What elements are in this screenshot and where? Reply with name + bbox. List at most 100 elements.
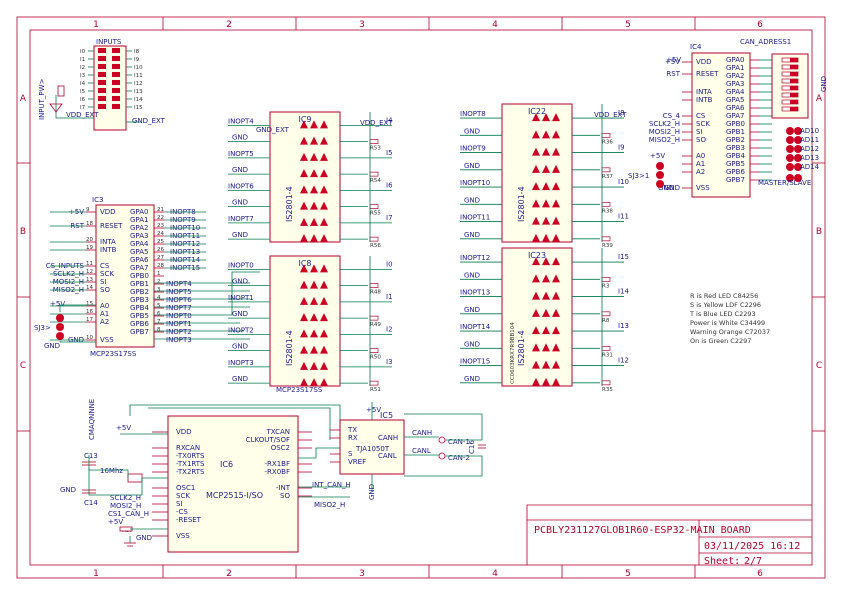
- ic3-pin-number: 16: [86, 309, 93, 315]
- ic6-pin-name: OSC2: [271, 444, 290, 452]
- ic9-resistor-icon: [369, 171, 379, 177]
- ic3-pin-name: GPB1: [130, 280, 149, 288]
- ic22-led-icon: [552, 216, 560, 225]
- col-label: 2: [226, 569, 232, 579]
- ic4-pin-name: GPA1: [726, 64, 744, 72]
- ic9-led-icon: [300, 136, 308, 145]
- ic22-vdd-ext: VDD_EXT: [594, 111, 627, 119]
- ic6-pin-name: -RESET: [176, 516, 202, 524]
- ic3-pin-number: 20: [86, 237, 93, 243]
- connector-pin-right: I9: [134, 57, 140, 63]
- ic9-resistor-label: R54: [370, 178, 381, 184]
- ic8-resistor-icon: [369, 348, 379, 353]
- ic22-led-icon: [552, 164, 560, 173]
- address-jumper-icon: [786, 145, 794, 153]
- ic23-ref: IC23: [528, 251, 546, 260]
- ic4-pin-name: VDD: [696, 58, 712, 66]
- ic9-optocoupler: IC9IS2801-4INOPT4GNDR53I4INOPT5GNDR54I5I…: [228, 111, 393, 249]
- ic4-jumper-gnd: GND: [658, 184, 674, 192]
- ic9-output-label: I7: [386, 214, 393, 222]
- ic3-pin-number: 7: [157, 319, 161, 325]
- connector-pin-icon: [98, 56, 106, 61]
- ic4-supply: +5V: [666, 56, 681, 64]
- dip-switch-lever: [790, 100, 798, 104]
- ic9-led-icon: [320, 185, 328, 194]
- ic6-pin-name: -INT: [276, 484, 291, 492]
- ic8-led-icon: [320, 345, 328, 354]
- ic3-bus-net: INOPT3: [166, 336, 192, 344]
- address-jumper-icon: [794, 163, 802, 171]
- address-jumper-icon: [794, 136, 802, 144]
- legend-line: On is Green C2297: [690, 337, 751, 345]
- address-jumper-icon: [786, 136, 794, 144]
- dip-switch-lever: [790, 79, 798, 83]
- ic23-led-icon: [532, 343, 540, 352]
- ic6-pins: VDDRXCAN-TX0RTS-TX1RTS-TX2RTSOSC1SCKSI-C…: [152, 428, 312, 540]
- ic8-led-icon: [310, 296, 318, 305]
- ic6-pin-name: -RX0BF: [265, 468, 290, 476]
- ic3-part: MCP23S17SS: [90, 350, 137, 358]
- ic8-led-icon: [300, 264, 308, 273]
- ic8-gnd-net: GND: [232, 278, 248, 286]
- ic3-pin-name: GPA2: [130, 224, 148, 232]
- ic8-resistor-label: R50: [370, 355, 381, 361]
- ic4-pin-name: GPB5: [726, 160, 745, 168]
- ic3-pin-name: GPA5: [130, 248, 148, 256]
- can-2-terminal: [438, 452, 446, 460]
- ic3-pin-name: GPB0: [130, 272, 149, 280]
- ic9-input-net: INOPT6: [228, 182, 254, 190]
- ic9-input-net: INOPT7: [228, 215, 254, 223]
- ic23-resistor-label: R35: [602, 387, 613, 393]
- ic4-gnd-vertical: GND: [820, 76, 828, 92]
- ic23-led-icon: [542, 360, 550, 369]
- ic9-resistor-label: R55: [370, 211, 381, 217]
- ic3-pin-name: GPA6: [130, 256, 149, 264]
- c16-label: C16: [468, 440, 476, 454]
- ic23-led-icon: [552, 326, 560, 335]
- ic8-resistor-icon: [369, 315, 379, 321]
- ic5-pin-name: RX: [348, 434, 358, 442]
- vdd-ext-label: VDD_EXT: [66, 111, 99, 119]
- ic4-pins: VDD+5VRESETRSTINTAINTBCSCS_4SCKSCLK2_HSI…: [649, 56, 772, 192]
- ic5-ref: IC5: [380, 411, 393, 420]
- ic8-optocoupler: IC8IS2801-4INOPT0GNDR48I0INOPT1GNDR49I1I…: [228, 255, 393, 393]
- ic22-led-icon: [552, 130, 560, 139]
- ic3-pin-number: 26: [157, 247, 164, 253]
- ic6-pin-name: -CS: [176, 508, 188, 516]
- ic5-pin-name: CANL: [378, 452, 397, 460]
- ic22-led-icon: [542, 164, 550, 173]
- cxn-label: CMAQNNNE: [88, 399, 96, 440]
- ic9-led-icon: [300, 169, 308, 178]
- ic23-gnd-net: GND: [464, 340, 480, 348]
- ic6-mcp2515: IC6 MCP2515-I/SO VDDRXCAN-TX0RTS-TX1RTS-…: [60, 399, 351, 553]
- ic23-led-icon: [552, 308, 560, 317]
- ic23-led-icon: [542, 257, 550, 266]
- ic4-pin-name: CS: [696, 112, 706, 120]
- ic22-input-net: INOPT9: [460, 145, 486, 153]
- ic3-pin-name: A2: [100, 318, 109, 326]
- ic4-pin-name: INTA: [696, 88, 712, 96]
- ic4-jumper: SJ3>1: [628, 172, 649, 180]
- connector-pin-icon: [112, 64, 120, 69]
- column-labels-bottom: 1 2 3 4 5 6: [93, 569, 763, 579]
- ic3-pin-name: GPB5: [130, 312, 149, 320]
- ic22-gnd-net: GND: [464, 196, 480, 204]
- ic4-jumper-supply: +5V: [650, 152, 665, 160]
- can-2-label: CAN-2: [448, 454, 470, 462]
- row-label: A: [20, 94, 27, 104]
- ic8-output-label: I0: [386, 260, 393, 268]
- ic9-gnd-net: GND: [232, 199, 248, 207]
- ic8-output-label: I2: [386, 325, 393, 333]
- ic9-led-icon: [320, 152, 328, 161]
- ic6-pin-name: VDD: [176, 428, 192, 436]
- can-1-terminal: [438, 436, 446, 444]
- ic3-pin-number: 17: [86, 317, 93, 323]
- ic6-gnd: GND: [136, 534, 152, 542]
- ic9-gnd-ext: GND_EXT: [256, 126, 290, 134]
- ic6-supply: +5V: [116, 424, 131, 432]
- ic4-pin-net: MOSI2_H: [649, 128, 680, 136]
- c14-label: C14: [84, 499, 98, 507]
- ic6-ref: IC6: [220, 460, 233, 469]
- dip-switch-lever: [790, 58, 798, 62]
